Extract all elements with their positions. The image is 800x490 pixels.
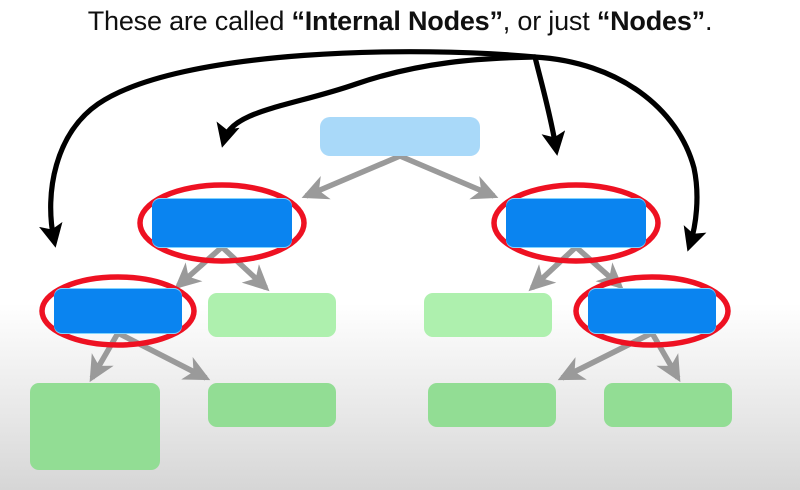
- tree-node-internal-left[interactable]: [152, 199, 292, 247]
- highlight-ellipse-node-right: [491, 182, 661, 264]
- highlight-ellipses: [39, 182, 731, 348]
- tree-node-internal-right[interactable]: [506, 199, 646, 247]
- caption-segment-2: , or just: [502, 6, 597, 36]
- tree-edge-rightright-to-leaf3: [557, 330, 654, 381]
- tree-node-leaf-right-left[interactable]: [424, 293, 552, 337]
- tree-node-leaf-3[interactable]: [428, 383, 556, 427]
- caption-segment-1: “Internal Nodes”: [291, 6, 503, 36]
- tree-node-internal-right-right[interactable]: [588, 289, 716, 333]
- highlight-ellipse-node-left-left: [39, 274, 197, 348]
- annotation-arrow-to-far-right: [532, 54, 707, 252]
- slide-caption: These are called “Internal Nodes”, or ju…: [0, 4, 800, 38]
- tree-edge-right-to-rightleft: [528, 244, 578, 292]
- tree-node-internal-left-left[interactable]: [54, 289, 182, 333]
- caption-segment-3: “Nodes”: [596, 6, 705, 36]
- caption-segment-4: .: [704, 6, 713, 36]
- annotation-arrows: [39, 49, 707, 252]
- highlight-ellipse-node-right-right: [573, 274, 731, 348]
- highlight-ellipse-node-left: [137, 182, 307, 264]
- tree-node-root[interactable]: [320, 117, 480, 156]
- tree-edge-leftleft-to-leaf1: [89, 331, 121, 383]
- tree-edge-root-to-left: [301, 153, 402, 200]
- tree-edge-rightright-to-leaf4: [649, 331, 681, 383]
- tree-node-leaf-left-right[interactable]: [208, 293, 336, 337]
- caption-segment-0: These are called: [87, 6, 292, 36]
- tree-node-leaf-4[interactable]: [604, 383, 732, 427]
- tree-node-leaf-1[interactable]: [30, 383, 160, 470]
- annotation-arrow-to-left: [216, 54, 538, 148]
- tree-edge-left-to-leftleft: [174, 244, 224, 290]
- tree-edge-left-to-leftright: [220, 244, 270, 292]
- annotation-arrow-to-right: [532, 54, 566, 156]
- annotation-arrow-to-far-left: [39, 49, 538, 248]
- tree-node-leaf-2[interactable]: [208, 383, 336, 427]
- tree-edge-root-to-right: [398, 153, 499, 200]
- tree-edge-leftleft-to-leaf2: [116, 330, 211, 381]
